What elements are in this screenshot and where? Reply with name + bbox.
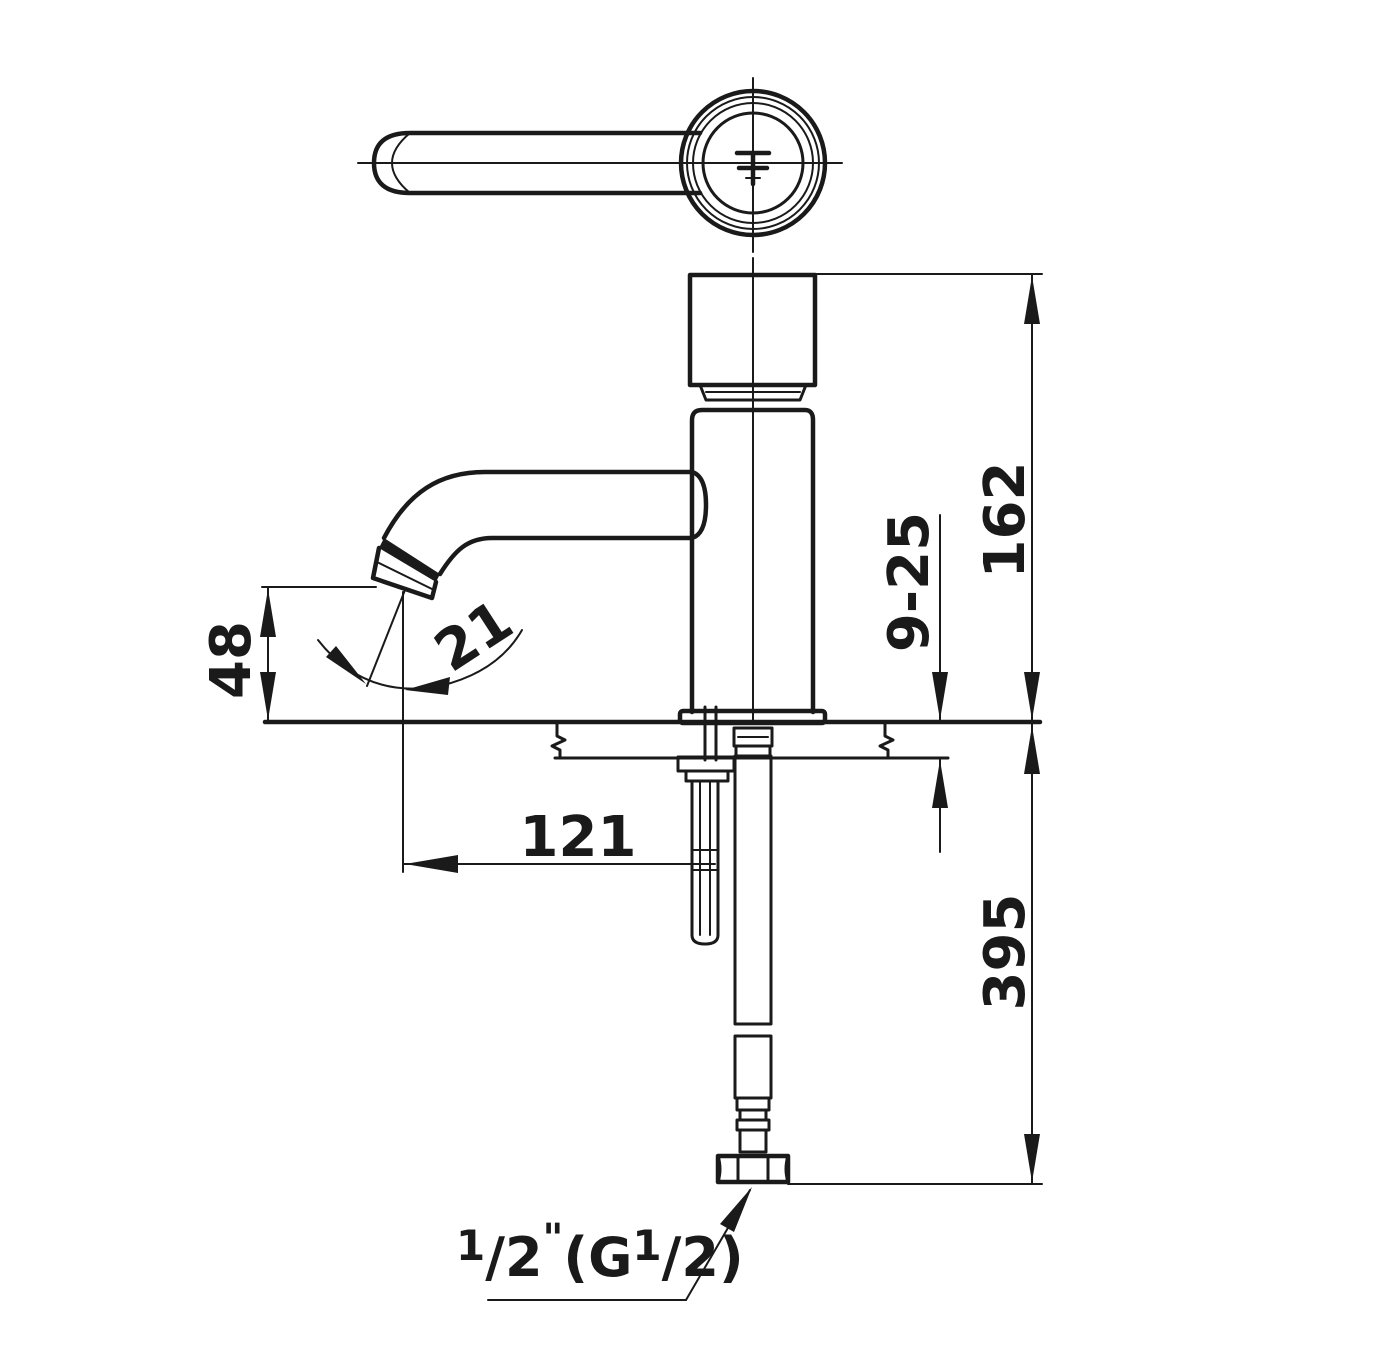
arrow-deck-up xyxy=(932,760,948,808)
arrow-48-bottom xyxy=(260,672,276,720)
dim-aerator-angle: 21 xyxy=(424,588,525,685)
spout-upper xyxy=(381,469,695,541)
hose-ferrule xyxy=(735,1096,771,1154)
under-deck-fittings xyxy=(676,705,791,1185)
connection-nut xyxy=(715,1153,791,1185)
dim-spout-height: 48 xyxy=(199,621,264,699)
arrow-deck-down xyxy=(932,672,948,720)
arrow-thread xyxy=(720,1187,752,1232)
fixing-stud xyxy=(690,779,720,946)
deck-break-left xyxy=(550,720,567,760)
thread-size-label: 1/2"(G1/2) xyxy=(456,1216,744,1289)
top-view-handle xyxy=(357,77,843,253)
arrow-121-left xyxy=(405,855,458,873)
side-view-faucet xyxy=(370,257,828,726)
aerator xyxy=(370,538,440,601)
deck-break-right xyxy=(878,720,895,760)
handle-ring-outer xyxy=(678,88,828,238)
braided-hose-lower xyxy=(733,1034,773,1100)
dim-spout-reach: 121 xyxy=(520,805,637,870)
handle-ring-inner xyxy=(701,111,805,215)
arrow-395-top xyxy=(1024,726,1040,774)
handle-lever-top xyxy=(371,130,703,196)
dim-deck-thickness: 9-25 xyxy=(877,512,942,652)
arrow-162-top xyxy=(1024,276,1040,324)
dim-total-height: 162 xyxy=(973,462,1038,579)
handle-cap xyxy=(687,272,818,388)
arrow-angle-right xyxy=(405,677,450,695)
arrow-395-bottom xyxy=(1024,1134,1040,1182)
arrow-162-bottom xyxy=(1024,672,1040,720)
spout-lower xyxy=(437,535,695,577)
faucet-body xyxy=(689,407,816,715)
dimension-lines xyxy=(260,273,1043,1301)
hot-cold-mark-icon xyxy=(734,150,772,187)
braided-hose-upper xyxy=(733,754,773,1026)
dimension-labels: 162 9-25 395 121 48 21 1/2"(G1/2) xyxy=(199,462,1038,1289)
dim-hose-length: 395 xyxy=(973,894,1038,1011)
arrow-angle-left xyxy=(326,646,366,684)
countertop-deck xyxy=(262,719,1043,760)
arrow-48-top xyxy=(260,589,276,637)
